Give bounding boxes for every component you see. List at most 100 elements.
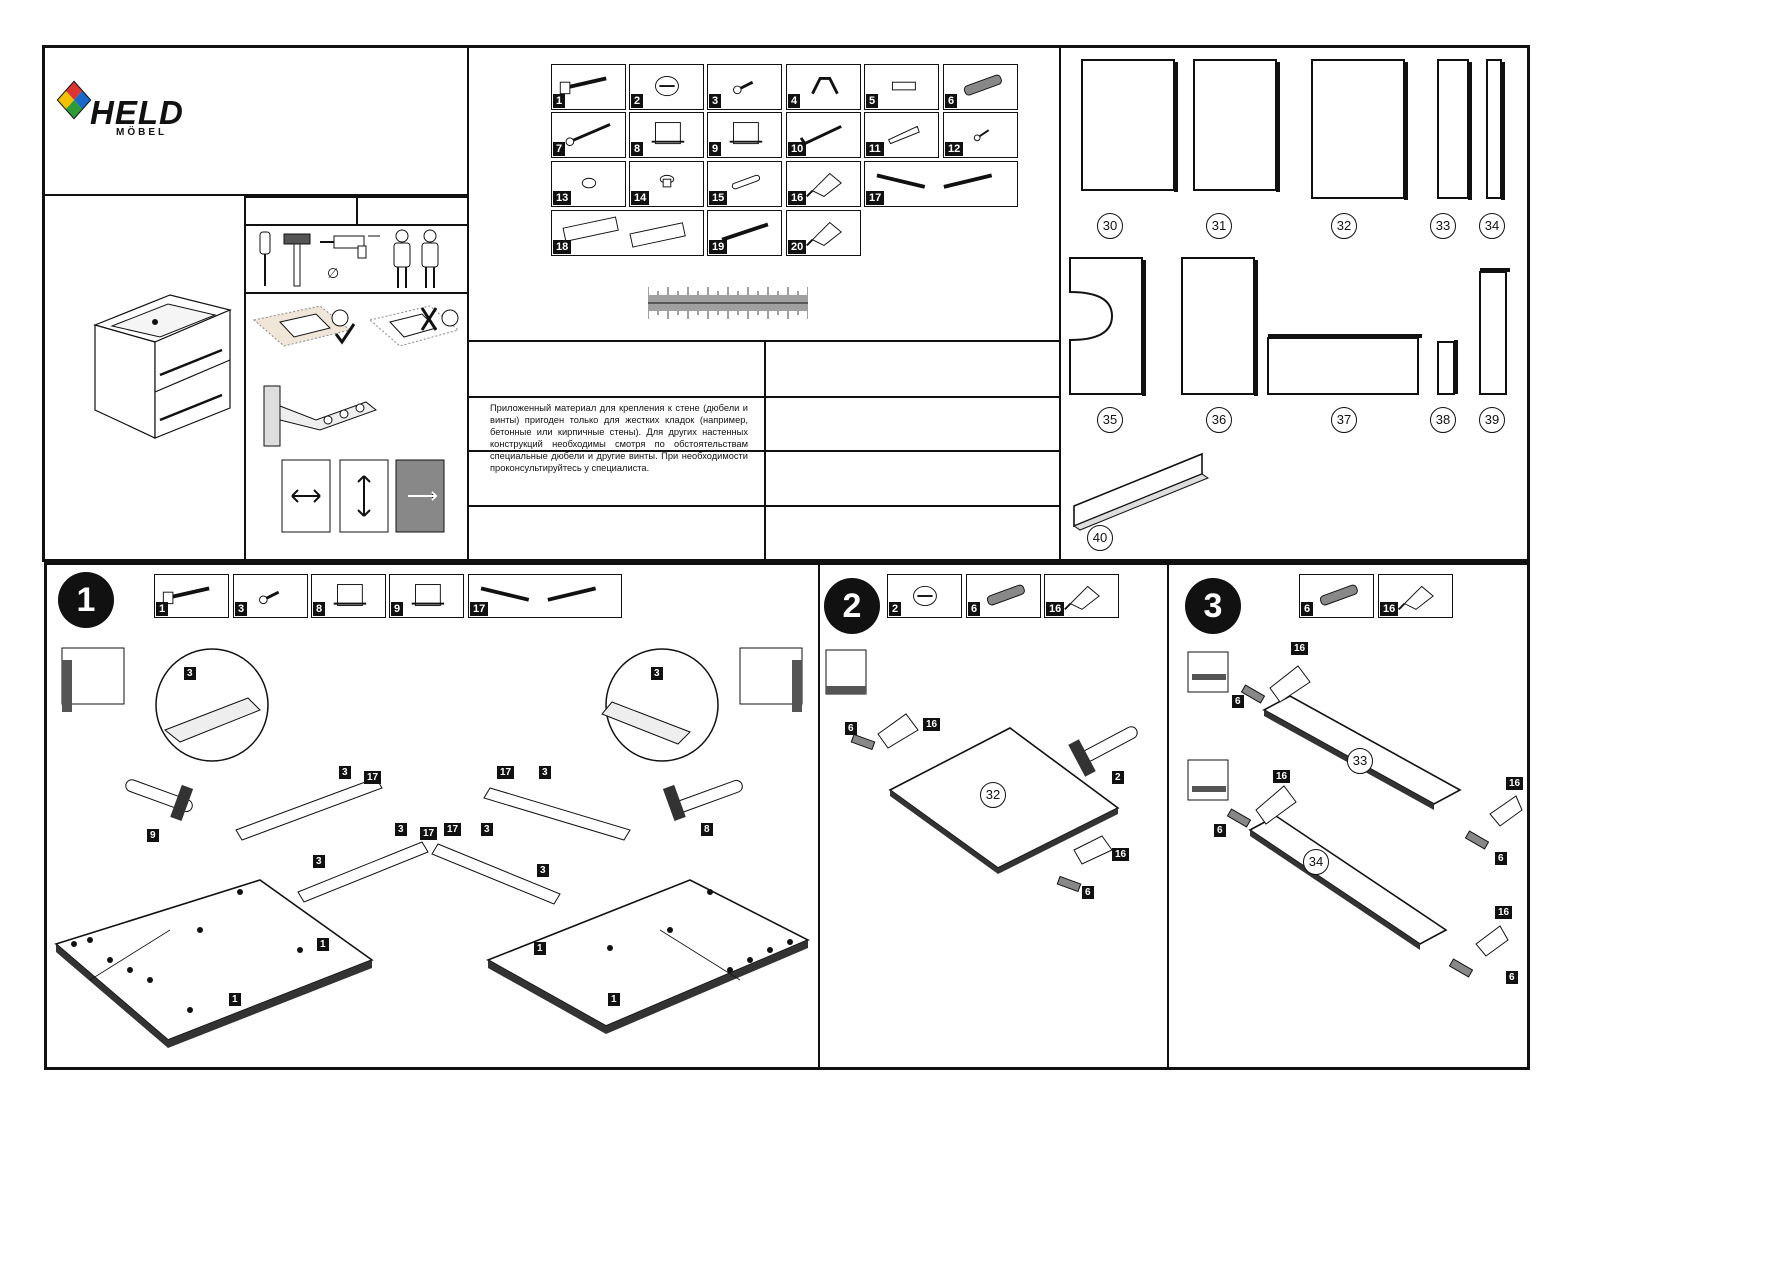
drawer-sides-icon xyxy=(562,216,686,248)
foot-icon xyxy=(659,174,675,188)
cap-icon xyxy=(581,177,597,189)
top-sheet-frame xyxy=(42,45,1530,562)
callout-16: 16 xyxy=(1291,642,1309,655)
divider xyxy=(467,450,1061,452)
part-10: 10 xyxy=(786,112,861,158)
part-3: 3 xyxy=(707,64,782,110)
tools-box xyxy=(244,224,469,294)
drill-icon xyxy=(320,235,380,259)
callout-3: 3 xyxy=(184,667,196,680)
divider xyxy=(1059,45,1061,562)
part-1: 1 xyxy=(551,64,626,110)
part-9: 9 xyxy=(707,112,782,158)
callout-3: 3 xyxy=(651,667,663,680)
handle-profile-icon xyxy=(721,222,769,242)
brand-name: HELD xyxy=(90,94,184,131)
part-number: 8 xyxy=(313,602,326,616)
part-number: 2 xyxy=(889,602,902,616)
callout-3: 3 xyxy=(339,766,351,779)
callout-6: 6 xyxy=(1082,886,1094,899)
step2-drawing xyxy=(825,649,1138,893)
product-cell xyxy=(42,196,246,562)
bottom-sheet-frame xyxy=(44,562,1530,1070)
part-number: 7 xyxy=(553,142,566,156)
part-number: 10 xyxy=(788,142,807,156)
drawer-clip-icon xyxy=(411,584,445,607)
part-number: 18 xyxy=(553,240,572,254)
step2-part-6: 6 xyxy=(966,574,1041,618)
callout-3: 3 xyxy=(537,864,549,877)
callout-6: 6 xyxy=(1506,971,1518,984)
drawer-clip-icon xyxy=(333,584,367,607)
panel-label-34: 34 xyxy=(1303,849,1329,875)
callout-3: 3 xyxy=(395,823,407,836)
step1-drawing xyxy=(54,647,810,1048)
step2-part-2: 2 xyxy=(887,574,962,618)
callout-3: 3 xyxy=(313,855,325,868)
callout-6: 6 xyxy=(845,722,857,735)
callout-6: 6 xyxy=(1495,852,1507,865)
panel-label-34: 34 xyxy=(1479,213,1505,239)
part-5: 5 xyxy=(864,64,939,110)
callout-1: 1 xyxy=(534,942,546,955)
part-number: 6 xyxy=(968,602,981,616)
callout-2: 2 xyxy=(1112,771,1124,784)
part-14: 14 xyxy=(629,161,704,207)
step1-part-9: 9 xyxy=(389,574,464,618)
panel-label-30: 30 xyxy=(1097,213,1123,239)
callout-3: 3 xyxy=(539,766,551,779)
part-11: 11 xyxy=(864,112,939,158)
divider xyxy=(1167,562,1169,1070)
part-number: 6 xyxy=(1301,602,1314,616)
part-number: 13 xyxy=(553,191,572,205)
hammer-icon xyxy=(283,233,311,287)
part-number: 1 xyxy=(553,94,566,108)
panels-diagram xyxy=(1069,59,1510,531)
part-20: 20 xyxy=(786,210,861,256)
panel-label-31: 31 xyxy=(1206,213,1232,239)
bracket-icon xyxy=(811,76,839,95)
wall-plug-icon xyxy=(891,81,916,91)
cam-lock-icon xyxy=(655,76,679,97)
part-6: 6 xyxy=(943,64,1018,110)
step3-part-6: 6 xyxy=(1299,574,1374,618)
long-screw-icon xyxy=(565,123,611,146)
panel-label-33: 33 xyxy=(1430,213,1456,239)
panel-label-38: 38 xyxy=(1430,407,1456,433)
part-number: 16 xyxy=(1380,602,1399,616)
part-number: 17 xyxy=(866,191,885,205)
part-number: 16 xyxy=(788,191,807,205)
wooden-dowel-icon xyxy=(1319,584,1358,606)
drawer-rails-icon xyxy=(480,586,597,602)
part-number: 17 xyxy=(470,602,489,616)
screwdriver-icon xyxy=(259,231,271,286)
part-17: 17 xyxy=(864,161,1018,207)
diameter-symbol: ∅ xyxy=(327,266,340,282)
part-19: 19 xyxy=(707,210,782,256)
vanity-unit-illustration xyxy=(93,294,232,439)
panel-label-36: 36 xyxy=(1206,407,1232,433)
part-2: 2 xyxy=(629,64,704,110)
part-number: 11 xyxy=(866,142,884,156)
callout-16: 16 xyxy=(1495,906,1513,919)
glue-icon xyxy=(1398,585,1434,611)
step-number-3: 3 xyxy=(1185,578,1241,634)
part-16: 16 xyxy=(786,161,861,207)
part-number: 8 xyxy=(631,142,644,156)
callout-9: 9 xyxy=(147,829,159,842)
part-7: 7 xyxy=(551,112,626,158)
glue-icon xyxy=(806,172,842,198)
panel-label-40: 40 xyxy=(1087,525,1113,551)
step-number-1: 1 xyxy=(58,572,114,628)
brand-subtitle: MÖBEL xyxy=(116,127,168,138)
wall-mounting-note: Приложенный материал для крепления к сте… xyxy=(490,403,748,473)
panel-label-39: 39 xyxy=(1479,407,1505,433)
part-12: 12 xyxy=(943,112,1018,158)
held-logo-icon xyxy=(56,80,92,120)
wooden-dowel-icon xyxy=(986,584,1025,606)
callout-1: 1 xyxy=(229,993,241,1006)
hinge-adjustment-diagram xyxy=(263,385,445,533)
callout-17: 17 xyxy=(364,771,382,784)
assembly-surface-guidance xyxy=(252,305,460,347)
drawer-clip-icon xyxy=(729,122,763,145)
